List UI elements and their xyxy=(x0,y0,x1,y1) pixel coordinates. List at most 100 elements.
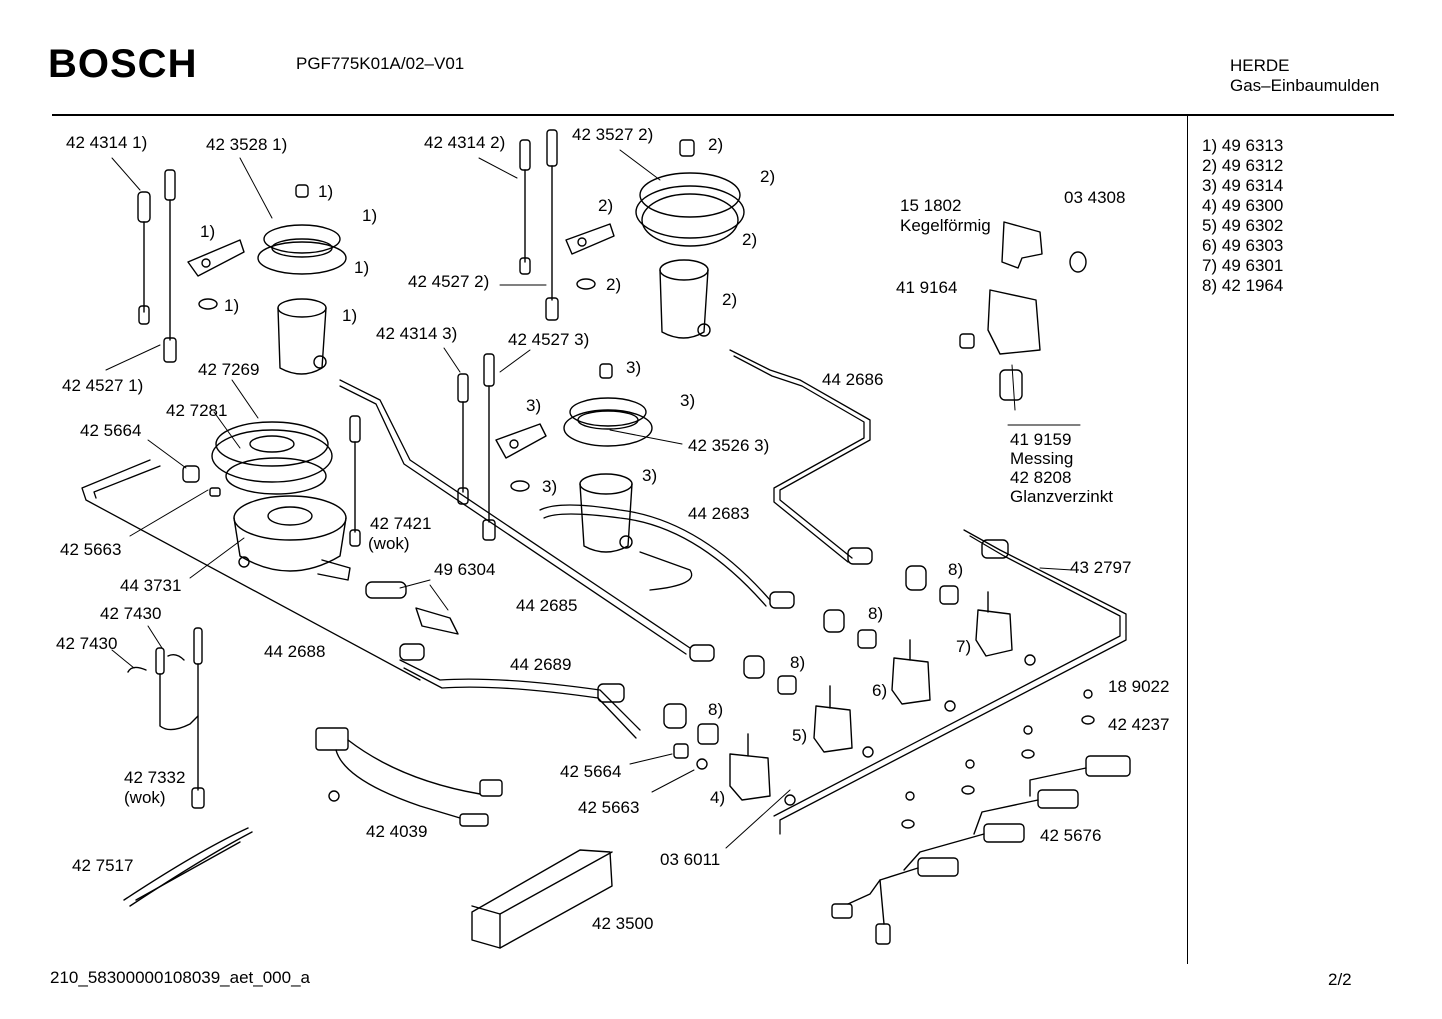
label-427332: 42 7332 xyxy=(124,768,186,787)
label-427269: 42 7269 xyxy=(198,360,260,379)
legend-row: 7) 49 6301 xyxy=(1202,256,1284,275)
label-glanzverzinkt: Glanzverzinkt xyxy=(1010,487,1113,506)
category-line-1: HERDE xyxy=(1230,56,1290,75)
key-label: 1) xyxy=(224,296,240,315)
label-427421: 42 7421 xyxy=(370,514,432,533)
wok-burner-group xyxy=(183,416,360,580)
label-419164: 41 9164 xyxy=(896,278,958,297)
key-label: 1) xyxy=(362,206,378,225)
label-442683: 44 2683 xyxy=(688,504,750,523)
label-419159: 41 9159 xyxy=(1010,430,1072,449)
label-425664-a: 42 5664 xyxy=(80,421,142,440)
legend-row: 3) 49 6314 xyxy=(1202,176,1284,195)
gas-pipes xyxy=(82,350,1126,834)
ignition-electrodes xyxy=(832,690,1130,944)
legend-row: 6) 49 6303 xyxy=(1202,236,1284,255)
label-messing: Messing xyxy=(1010,449,1074,468)
key-label: 6) xyxy=(872,681,888,700)
leader-lines xyxy=(106,150,1080,848)
label-427281: 42 7281 xyxy=(166,401,228,420)
label-424314-2: 42 4314 2) xyxy=(424,133,506,152)
ignition-wiring xyxy=(316,728,502,826)
key-label: 3) xyxy=(526,396,542,415)
legend-row: 4) 49 6300 xyxy=(1202,196,1284,215)
label-423526-3: 42 3526 3) xyxy=(688,436,770,455)
key-label: 2) xyxy=(606,275,622,294)
gas-valves xyxy=(366,540,1035,805)
label-443731: 44 3731 xyxy=(120,576,182,595)
label-427430-a: 42 7430 xyxy=(56,634,118,653)
key-label: 2) xyxy=(760,167,776,186)
label-425676: 42 5676 xyxy=(1040,826,1102,845)
label-425664-b: 42 5664 xyxy=(560,762,622,781)
key-label: 3) xyxy=(680,391,696,410)
fittings-right xyxy=(960,222,1086,400)
key-label: 3) xyxy=(642,466,658,485)
key-label: 2) xyxy=(722,290,738,309)
page-number: 2/2 xyxy=(1328,970,1352,989)
category-line-2: Gas–Einbaumulden xyxy=(1230,76,1380,95)
category: HERDE Gas–Einbaumulden xyxy=(1230,56,1379,96)
key-label: 2) xyxy=(598,196,614,215)
header-divider xyxy=(52,114,1394,116)
label-423527-2: 42 3527 2) xyxy=(572,125,654,144)
label-428208: 42 8208 xyxy=(1010,468,1072,487)
label-423500: 42 3500 xyxy=(592,914,654,933)
legend: 1) 49 6313 2) 49 6312 3) 49 6314 4) 49 6… xyxy=(1202,136,1283,296)
label-wok-2: (wok) xyxy=(124,788,166,807)
key-label: 3) xyxy=(542,477,558,496)
key-label: 8) xyxy=(708,700,724,719)
legend-row: 8) 42 1964 xyxy=(1202,276,1284,295)
label-427517: 42 7517 xyxy=(72,856,134,875)
key-label: 1) xyxy=(342,306,358,325)
label-189022: 18 9022 xyxy=(1108,677,1170,696)
label-151802: 15 1802 xyxy=(900,196,962,215)
label-442689: 44 2689 xyxy=(510,655,572,674)
brand-logo: BOSCH xyxy=(48,42,198,86)
spark-generator xyxy=(472,850,612,948)
label-425663-a: 42 5663 xyxy=(60,540,122,559)
label-424527-3: 42 4527 3) xyxy=(508,330,590,349)
label-442688: 44 2688 xyxy=(264,642,326,661)
label-425663-b: 42 5663 xyxy=(578,798,640,817)
label-034308: 03 4308 xyxy=(1064,188,1126,207)
label-424314-3: 42 4314 3) xyxy=(376,324,458,343)
label-036011: 03 6011 xyxy=(660,850,721,869)
thermocouple-wok xyxy=(128,628,204,808)
label-423528-1: 42 3528 1) xyxy=(206,135,288,154)
label-496304: 49 6304 xyxy=(434,560,496,579)
label-424039: 42 4039 xyxy=(366,822,428,841)
key-label: 8) xyxy=(948,560,964,579)
label-kegelfoermig: Kegelförmig xyxy=(900,216,991,235)
key-label: 5) xyxy=(792,726,808,745)
label-442686: 44 2686 xyxy=(822,370,884,389)
burner-group-3 xyxy=(458,354,652,552)
key-label: 1) xyxy=(200,222,216,241)
document-id: 210_58300000108039_aet_000_a xyxy=(50,968,310,987)
key-label: 7) xyxy=(956,637,972,656)
label-424527-2: 42 4527 2) xyxy=(408,272,490,291)
label-424237: 42 4237 xyxy=(1108,715,1170,734)
key-label: 1) xyxy=(354,258,370,277)
label-424527-1: 42 4527 1) xyxy=(62,376,144,395)
legend-row: 2) 49 6312 xyxy=(1202,156,1284,175)
label-432797: 43 2797 xyxy=(1070,558,1132,577)
burner-group-1 xyxy=(138,170,346,374)
key-label: 8) xyxy=(790,653,806,672)
legend-row: 1) 49 6313 xyxy=(1202,136,1284,155)
label-442685: 44 2685 xyxy=(516,596,578,615)
key-label: 3) xyxy=(626,358,642,377)
key-label: 2) xyxy=(742,230,758,249)
model-number: PGF775K01A/02–V01 xyxy=(296,54,465,73)
legend-row: 5) 49 6302 xyxy=(1202,216,1284,235)
label-424314-1: 42 4314 1) xyxy=(66,133,148,152)
label-wok-1: (wok) xyxy=(368,534,410,553)
cable-coil xyxy=(124,828,252,906)
burner-group-2 xyxy=(520,130,744,338)
key-label: 2) xyxy=(708,135,724,154)
key-label: 4) xyxy=(710,788,726,807)
label-427430-b: 42 7430 xyxy=(100,604,162,623)
key-label: 8) xyxy=(868,604,884,623)
legend-divider xyxy=(1187,116,1188,964)
